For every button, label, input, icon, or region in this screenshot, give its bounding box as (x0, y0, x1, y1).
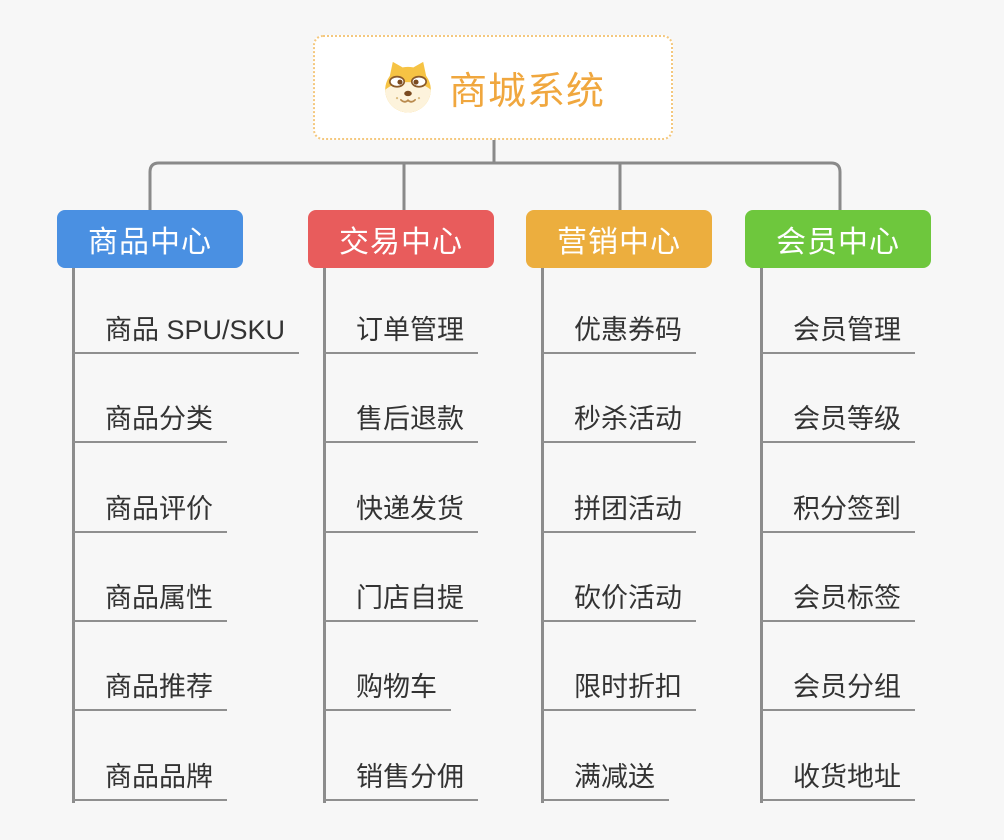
shiba-dog-face-icon (385, 61, 431, 112)
topic-item: 会员管理 (761, 265, 915, 355)
topic-label[interactable]: 商品 SPU/SKU (73, 308, 300, 355)
topic-item: 商品属性 (73, 533, 299, 622)
topic-label[interactable]: 秒杀活动 (542, 397, 696, 444)
branch-trunk-line (72, 268, 75, 803)
topic-label[interactable]: 会员等级 (761, 397, 915, 444)
branch-trunk-line (323, 268, 326, 803)
branch-node-product-center[interactable]: 商品中心 (57, 210, 243, 268)
topic-label[interactable]: 满减送 (542, 755, 669, 801)
topic-item: 满减送 (542, 711, 696, 801)
topic-label[interactable]: 收货地址 (761, 755, 915, 801)
topic-label[interactable]: 快递发货 (324, 487, 478, 533)
branch-items-product-center: 商品 SPU/SKU 商品分类 商品评价 商品属性 商品推荐 商品品牌 (73, 265, 300, 801)
topic-item: 砍价活动 (542, 533, 696, 622)
topic-item: 拼团活动 (542, 443, 696, 533)
branch-items-member-center: 会员管理 会员等级 积分签到 会员标签 会员分组 收货地址 (761, 265, 915, 801)
topic-item: 限时折扣 (542, 622, 696, 712)
topic-label[interactable]: 限时折扣 (542, 665, 696, 712)
topic-label[interactable]: 订单管理 (324, 308, 478, 355)
topic-item: 优惠券码 (542, 265, 696, 355)
branch-trunk-line (760, 268, 763, 803)
root-node-label: 商城系统 (448, 71, 605, 113)
topic-label[interactable]: 拼团活动 (542, 487, 696, 533)
topic-item: 商品分类 (73, 354, 299, 444)
branch-trade-center: 交易中心 订单管理 售后退款 快递发货 门店自提 购物车 销售分佣 (308, 210, 568, 810)
topic-label[interactable]: 会员管理 (761, 308, 915, 355)
topic-item: 购物车 (324, 622, 478, 712)
topic-item: 积分签到 (761, 443, 915, 533)
branch-product-center: 商品中心 商品 SPU/SKU 商品分类 商品评价 商品属性 商品推荐 商品品牌 (57, 210, 317, 810)
topic-item: 订单管理 (324, 265, 478, 355)
topic-item: 销售分佣 (324, 711, 478, 801)
topic-label[interactable]: 优惠券码 (542, 308, 696, 355)
branch-node-member-center[interactable]: 会员中心 (745, 210, 931, 268)
branch-bus-line (148, 161, 842, 210)
topic-item: 售后退款 (324, 354, 478, 444)
topic-label[interactable]: 商品属性 (73, 576, 227, 622)
branch-node-marketing-center[interactable]: 营销中心 (526, 210, 712, 268)
topic-item: 会员等级 (761, 354, 915, 444)
topic-label[interactable]: 售后退款 (324, 397, 478, 444)
topic-label[interactable]: 商品分类 (73, 397, 227, 444)
topic-item: 商品推荐 (73, 622, 299, 712)
topic-item: 门店自提 (324, 533, 478, 622)
topic-item: 商品 SPU/SKU (73, 265, 300, 355)
topic-item: 秒杀活动 (542, 354, 696, 444)
topic-label[interactable]: 商品评价 (73, 487, 227, 533)
branch-items-marketing-center: 优惠券码 秒杀活动 拼团活动 砍价活动 限时折扣 满减送 (542, 265, 696, 801)
topic-label[interactable]: 销售分佣 (324, 755, 478, 801)
topic-item: 收货地址 (761, 711, 915, 801)
branch-node-trade-center[interactable]: 交易中心 (308, 210, 494, 268)
topic-item: 商品品牌 (73, 711, 299, 801)
topic-label[interactable]: 购物车 (324, 665, 451, 712)
topic-item: 商品评价 (73, 443, 299, 533)
branch-items-trade-center: 订单管理 售后退款 快递发货 门店自提 购物车 销售分佣 (324, 265, 478, 801)
branch-trunk-line (541, 268, 544, 803)
root-node-mall-system[interactable]: 商城系统 (313, 35, 673, 140)
topic-label[interactable]: 门店自提 (324, 576, 478, 622)
topic-label[interactable]: 会员标签 (761, 576, 915, 622)
topic-label[interactable]: 商品推荐 (73, 665, 227, 712)
topic-item: 快递发货 (324, 443, 478, 533)
topic-label[interactable]: 砍价活动 (542, 576, 696, 622)
branch-marketing-center: 营销中心 优惠券码 秒杀活动 拼团活动 砍价活动 限时折扣 满减送 (526, 210, 786, 810)
topic-item: 会员标签 (761, 533, 915, 622)
topic-item: 会员分组 (761, 622, 915, 712)
topic-label[interactable]: 商品品牌 (73, 755, 227, 801)
branch-member-center: 会员中心 会员管理 会员等级 积分签到 会员标签 会员分组 收货地址 (745, 210, 1004, 810)
topic-label[interactable]: 会员分组 (761, 665, 915, 712)
topic-label[interactable]: 积分签到 (761, 487, 915, 533)
